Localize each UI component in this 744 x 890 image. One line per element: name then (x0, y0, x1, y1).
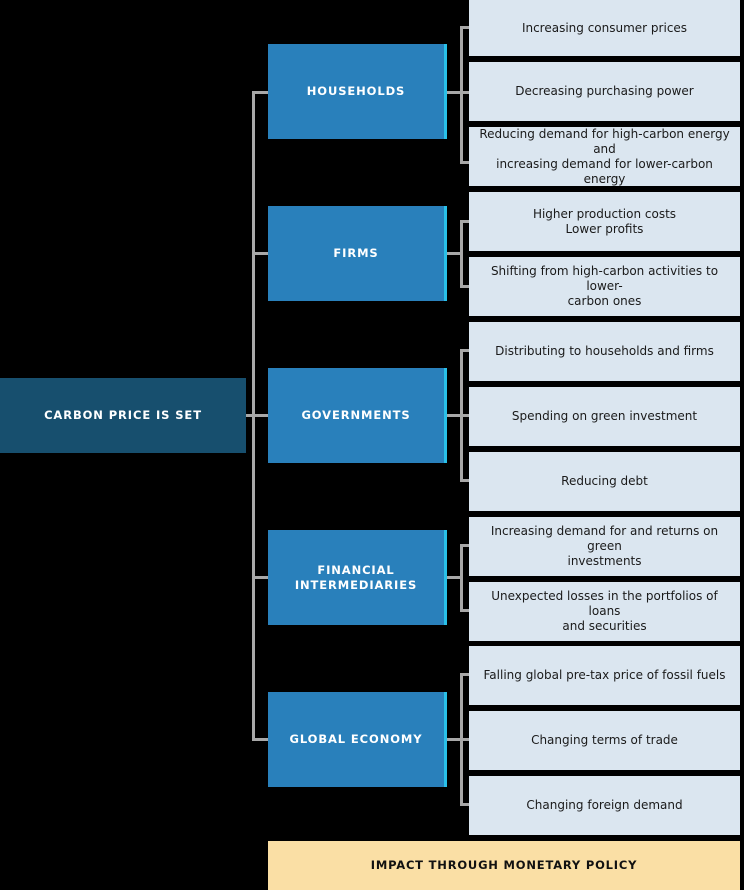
connector-governments-effect-2 (460, 414, 472, 417)
connector-households-stub (447, 91, 463, 94)
connector-branch-governments (252, 414, 270, 417)
sector-box-financial-intermediaries[interactable]: FINANCIAL INTERMEDIARIES (268, 530, 447, 625)
root-box-label: CARBON PRICE IS SET (44, 408, 202, 423)
sector-label-financial-intermediaries: FINANCIAL INTERMEDIARIES (294, 563, 418, 592)
effect-label-financial-intermediaries-1: Increasing demand for and returns on gre… (490, 524, 719, 568)
effect-box-households-3[interactable]: Reducing demand for high-carbon energy a… (469, 127, 740, 186)
effect-label-governments-3: Reducing debt (561, 474, 648, 488)
effect-box-firms-2[interactable]: Shifting from high-carbon activities to … (469, 257, 740, 316)
effect-label-households-2: Decreasing purchasing power (515, 84, 694, 98)
connector-financial-intermediaries-effect-1 (460, 544, 472, 547)
effect-box-global-economy-2[interactable]: Changing terms of trade (469, 711, 740, 770)
connector-households-effect-3 (460, 161, 472, 164)
effect-box-governments-2[interactable]: Spending on green investment (469, 387, 740, 446)
connector-global-economy-effect-3 (460, 803, 472, 806)
connector-households-effect-1 (460, 26, 472, 29)
connector-governments-stub (447, 414, 463, 417)
connector-firms-spine (460, 220, 463, 288)
effect-label-firms-1: Higher production costs Lower profits (532, 206, 677, 236)
connector-firms-effect-2 (460, 285, 472, 288)
connector-global-economy-effect-2 (460, 738, 472, 741)
connector-branch-households (252, 91, 270, 94)
effect-label-global-economy-3: Changing foreign demand (526, 798, 683, 812)
connector-branch-global-economy (252, 738, 270, 741)
connector-global-economy-effect-1 (460, 673, 472, 676)
connector-financial-intermediaries-stub (447, 576, 463, 579)
effect-label-global-economy-1: Falling global pre-tax price of fossil f… (483, 668, 726, 682)
sector-label-global-economy: GLOBAL ECONOMY (289, 732, 423, 747)
footer-banner-label: IMPACT THROUGH MONETARY POLICY (370, 858, 638, 873)
effect-box-firms-1[interactable]: Higher production costs Lower profits (469, 192, 740, 251)
effect-box-households-2[interactable]: Decreasing purchasing power (469, 62, 740, 121)
connector-governments-effect-1 (460, 349, 472, 352)
effect-box-global-economy-3[interactable]: Changing foreign demand (469, 776, 740, 835)
connector-financial-intermediaries-spine (460, 544, 463, 612)
sector-label-households: HOUSEHOLDS (306, 84, 406, 99)
effect-label-firms-2: Shifting from high-carbon activities to … (490, 264, 719, 308)
sector-box-firms[interactable]: FIRMS (268, 206, 447, 301)
connector-firms-effect-1 (460, 220, 472, 223)
sector-label-firms: FIRMS (333, 246, 379, 261)
effect-label-households-1: Increasing consumer prices (521, 20, 688, 35)
connector-branch-firms (252, 252, 270, 255)
effect-label-financial-intermediaries-2: Unexpected losses in the portfolios of l… (491, 589, 718, 633)
sector-box-global-economy[interactable]: GLOBAL ECONOMY (268, 692, 447, 787)
connector-households-spine (460, 26, 463, 163)
connector-households-effect-2 (460, 91, 472, 94)
connector-governments-effect-3 (460, 479, 472, 482)
effect-box-governments-3[interactable]: Reducing debt (469, 452, 740, 511)
sector-box-governments[interactable]: GOVERNMENTS (268, 368, 447, 463)
sector-box-households[interactable]: HOUSEHOLDS (268, 44, 447, 139)
effect-label-households-3: Reducing demand for high-carbon energy a… (479, 126, 730, 186)
connector-financial-intermediaries-effect-2 (460, 609, 472, 612)
effect-box-financial-intermediaries-2[interactable]: Unexpected losses in the portfolios of l… (469, 582, 740, 641)
effect-box-global-economy-1[interactable]: Falling global pre-tax price of fossil f… (469, 646, 740, 705)
root-box-carbon-price-is-set[interactable]: CARBON PRICE IS SET (0, 378, 246, 453)
effect-box-governments-1[interactable]: Distributing to households and firms (469, 322, 740, 381)
effect-label-global-economy-2: Changing terms of trade (531, 733, 678, 747)
connector-firms-stub (447, 252, 463, 255)
footer-banner-impact-through-monetary-policy[interactable]: IMPACT THROUGH MONETARY POLICY (268, 841, 740, 890)
connector-global-economy-stub (447, 738, 463, 741)
effect-label-governments-2: Spending on green investment (511, 409, 698, 423)
effect-label-governments-1: Distributing to households and firms (495, 344, 714, 358)
effect-box-households-1[interactable]: Increasing consumer prices (469, 0, 740, 56)
effect-box-financial-intermediaries-1[interactable]: Increasing demand for and returns on gre… (469, 517, 740, 576)
connector-branch-financial-intermediaries (252, 576, 270, 579)
sector-label-governments: GOVERNMENTS (301, 408, 411, 423)
